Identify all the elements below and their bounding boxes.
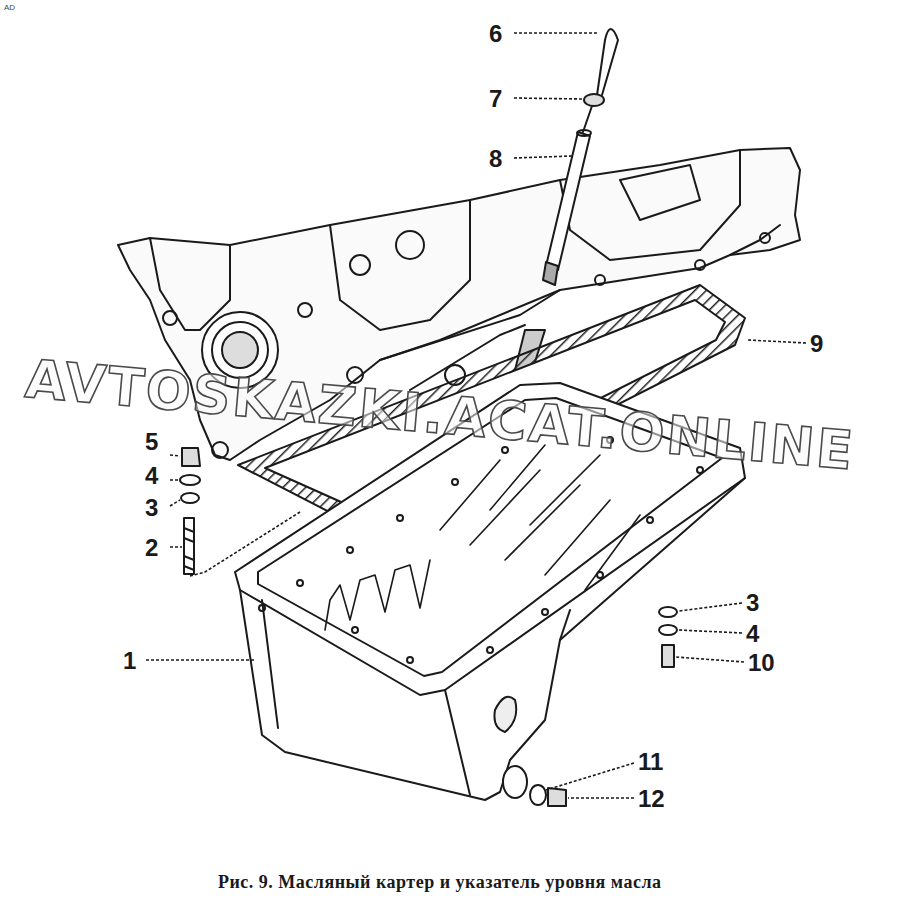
callout-number: 7 xyxy=(487,86,504,112)
callout-number: 11 xyxy=(636,749,665,775)
callout-number: 10 xyxy=(746,650,777,676)
callout-number: 3 xyxy=(744,590,761,616)
figure-caption: Рис. 9. Масляный картер и указатель уров… xyxy=(218,872,661,893)
callout-number: 1 xyxy=(121,648,138,674)
callout-number: 4 xyxy=(143,463,160,489)
callout-number: 5 xyxy=(143,429,160,455)
callout-number: 6 xyxy=(487,21,504,47)
fasteners-right xyxy=(659,607,677,667)
drain-plug xyxy=(530,785,566,806)
callout-number: 9 xyxy=(808,331,825,357)
callout-number: 2 xyxy=(143,535,160,561)
callout-number: 12 xyxy=(636,786,667,812)
callout-number: 3 xyxy=(143,495,160,521)
callout-number: 4 xyxy=(744,621,761,647)
fasteners-left xyxy=(180,448,200,574)
callout-number: 8 xyxy=(487,146,504,172)
corner-mark: AD xyxy=(4,4,15,12)
